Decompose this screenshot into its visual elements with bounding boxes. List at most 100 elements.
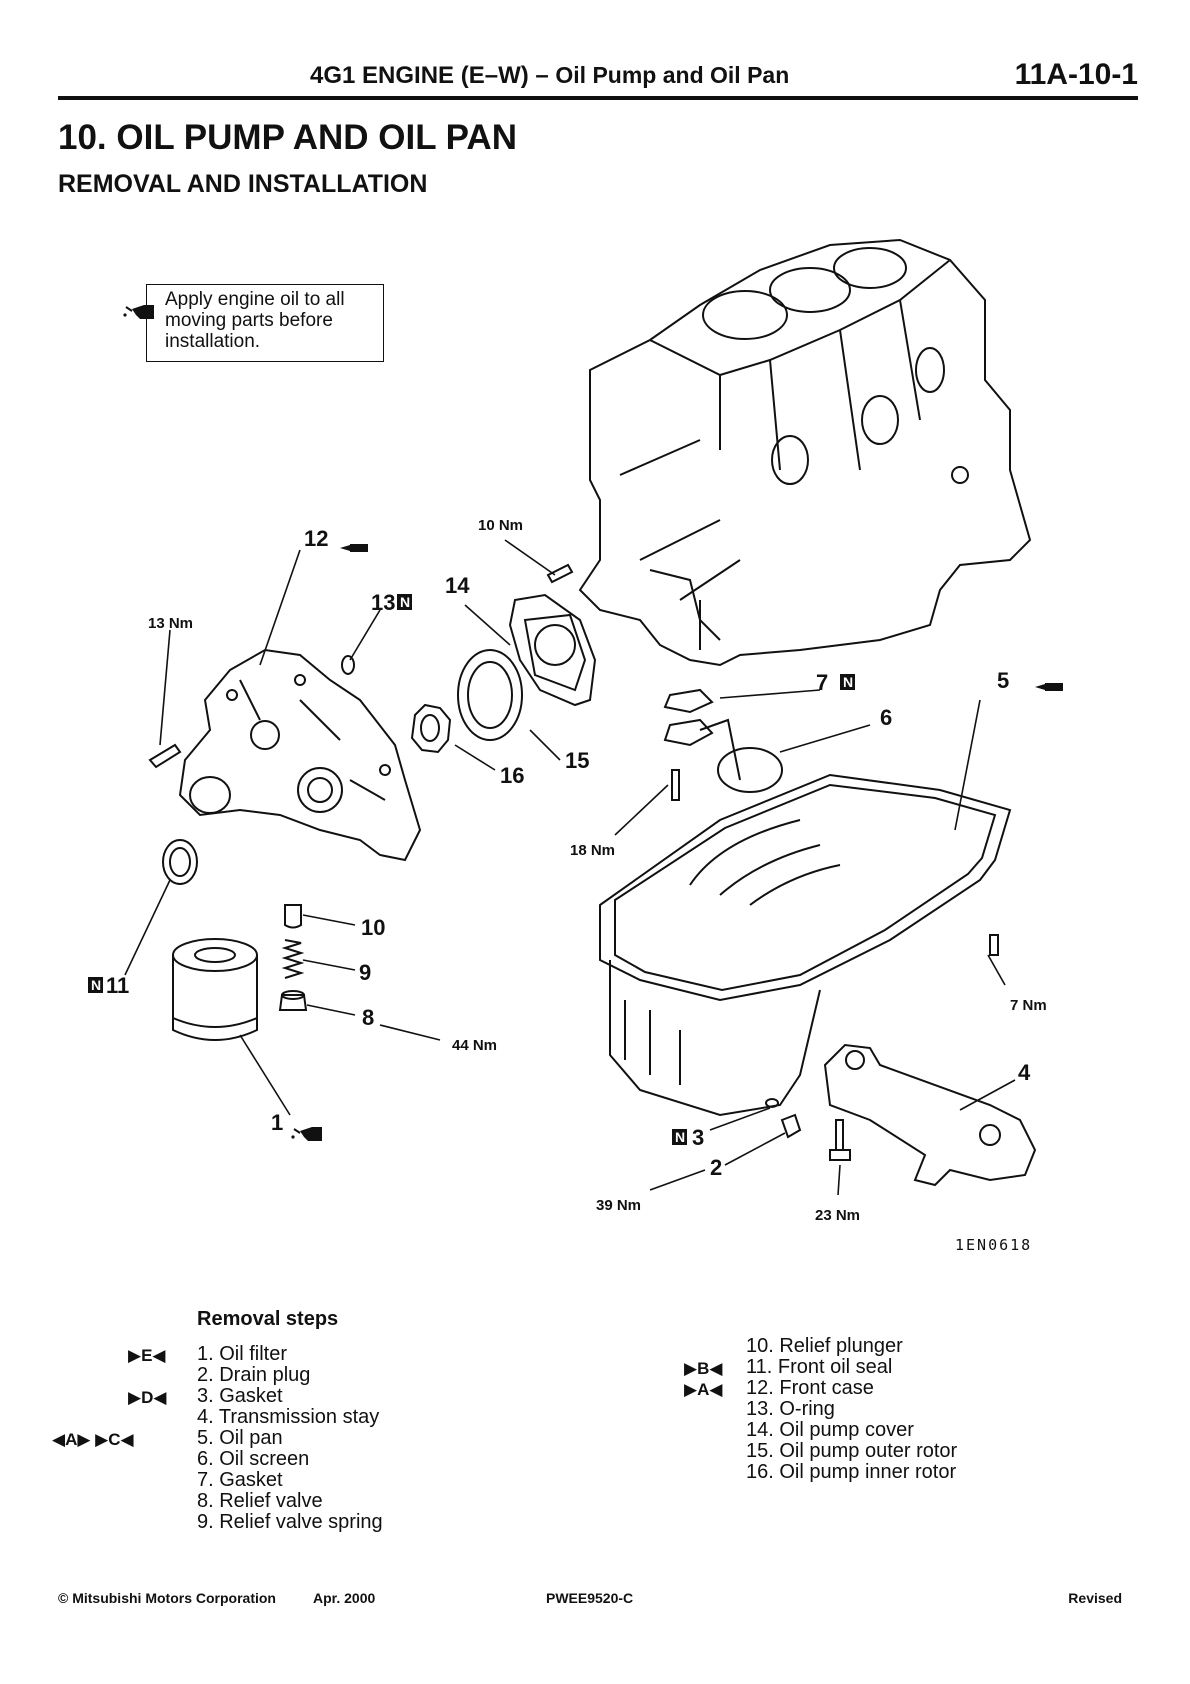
footer-doc-code: PWEE9520-C [546, 1590, 634, 1606]
oil-note-box: Apply engine oil to all moving parts bef… [146, 284, 384, 362]
oil-pump-cover [508, 593, 597, 707]
callout-7: 7 [816, 670, 828, 695]
callout-13: 13 [371, 590, 395, 615]
svg-text:N: N [843, 674, 853, 690]
bolt-23nm [829, 1119, 851, 1161]
bolt-13nm [148, 743, 182, 769]
diagram-code: 1EN0618 [955, 1236, 1033, 1254]
step-item-6: 6. Oil screen [197, 1448, 310, 1470]
step-item-15: 15. Oil pump outer rotor [746, 1440, 958, 1462]
callout-10: 10 [361, 915, 385, 940]
engine-block [578, 238, 1032, 667]
footer-copyright: © Mitsubishi Motors Corporation [58, 1590, 276, 1606]
callout-4: 4 [1018, 1060, 1031, 1085]
callout-14: 14 [445, 573, 470, 598]
screen-gasket [663, 688, 714, 714]
relief-plunger [284, 904, 302, 929]
footer-status: Revised [1068, 1590, 1122, 1606]
torque-7nm: 7 Nm [1010, 997, 1047, 1014]
drain-gasket [765, 1098, 779, 1108]
callout-8: 8 [362, 1005, 374, 1030]
o-ring [341, 655, 355, 675]
step-item-14: 14. Oil pump cover [746, 1419, 914, 1441]
step-item-3: 3. Gasket [197, 1385, 283, 1407]
step-mark-12: ▶A◀ [684, 1380, 723, 1399]
drain-plug [780, 1113, 802, 1139]
step-item-11: 11. Front oil seal [746, 1356, 893, 1378]
callout-1: 1 [271, 1110, 283, 1135]
inner-rotor [410, 703, 452, 754]
svg-text:N: N [675, 1129, 685, 1145]
stud-7nm [989, 934, 999, 956]
new-part-marker-7: N [840, 674, 855, 690]
new-part-marker-3: N [672, 1129, 687, 1145]
sealant-bolt-icon-12 [340, 544, 368, 552]
callout-3: 3 [692, 1125, 704, 1150]
footer-date: Apr. 2000 [313, 1590, 376, 1606]
sealant-bolt-icon-5 [1035, 683, 1063, 691]
page-number: 11A-10-1 [1014, 58, 1138, 91]
header-title-sub: Oil Pump and Oil Pan [555, 62, 790, 88]
callout-16: 16 [500, 763, 524, 788]
callout-2: 2 [710, 1155, 722, 1180]
transmission-stay [823, 1043, 1037, 1187]
step-item-8: 8. Relief valve [197, 1490, 323, 1512]
step-mark-5: ◀A▶ ▶C◀ [52, 1430, 134, 1449]
front-case [178, 648, 422, 862]
new-part-marker-11: N [88, 977, 103, 993]
leader-lines [124, 539, 1016, 1196]
callout-6: 6 [880, 705, 892, 730]
step-item-5: 5. Oil pan [197, 1427, 283, 1449]
step-mark-1: ▶E◀ [128, 1346, 166, 1365]
section-subtitle: REMOVAL AND INSTALLATION [58, 170, 428, 198]
torque-39nm: 39 Nm [596, 1197, 641, 1214]
step-item-16: 16. Oil pump inner rotor [746, 1461, 957, 1483]
callout-15: 15 [565, 748, 589, 773]
step-mark-3: ▶D◀ [128, 1388, 167, 1407]
step-item-4: 4. Transmission stay [197, 1406, 380, 1428]
svg-text:N: N [400, 594, 410, 610]
callout-labels: 1 2 3 4 5 6 7 8 9 10 11 12 13 14 15 16 [106, 526, 1031, 1180]
step-mark-11: ▶B◀ [684, 1359, 723, 1378]
header-rule [58, 96, 1138, 100]
torque-44nm: 44 Nm [452, 1037, 497, 1054]
torque-18nm: 18 Nm [570, 842, 615, 859]
callout-9: 9 [359, 960, 371, 985]
torque-10nm: 10 Nm [478, 517, 523, 534]
new-part-markers: N N N N [88, 594, 855, 1145]
oil-can-icon-1 [290, 1126, 323, 1142]
removal-steps-heading: Removal steps [197, 1308, 339, 1330]
oil-pan [599, 773, 1012, 1117]
step-item-9: 9. Relief valve spring [197, 1511, 383, 1533]
note-line-2: moving parts before [165, 310, 333, 331]
callout-11: 11 [106, 973, 129, 998]
callout-5: 5 [997, 668, 1009, 693]
outer-rotor [457, 649, 523, 741]
callout-12: 12 [304, 526, 328, 551]
step-item-13: 13. O-ring [746, 1398, 835, 1420]
torque-23nm: 23 Nm [815, 1207, 860, 1224]
oil-can-icon [122, 304, 155, 320]
svg-text:N: N [91, 977, 101, 993]
header-title-main: 4G1 ENGINE (E–W) – [310, 62, 549, 89]
step-item-7: 7. Gasket [197, 1469, 283, 1491]
step-item-10: 10. Relief plunger [746, 1335, 903, 1357]
torque-13nm: 13 Nm [148, 615, 193, 632]
new-part-marker-13: N [397, 594, 412, 610]
section-title: 10. OIL PUMP AND OIL PAN [58, 118, 517, 157]
step-item-12: 12. Front case [746, 1377, 874, 1399]
oil-screen [663, 718, 783, 793]
relief-spring [281, 939, 305, 979]
header-title: 4G1 ENGINE (E–W) – Oil Pump and Oil Pan [310, 62, 789, 90]
bolt-10nm [546, 563, 574, 584]
bolt-18nm [671, 769, 680, 801]
note-line-3: installation. [165, 331, 261, 352]
step-item-2: 2. Drain plug [197, 1364, 311, 1386]
oil-filter [172, 938, 258, 1041]
relief-valve [278, 990, 308, 1011]
front-oil-seal [162, 839, 198, 885]
step-item-1: 1. Oil filter [197, 1343, 288, 1365]
torque-labels: 10 Nm 13 Nm 18 Nm 7 Nm 44 Nm 39 Nm 23 Nm [148, 517, 1047, 1224]
note-line-1: Apply engine oil to all [165, 289, 345, 310]
